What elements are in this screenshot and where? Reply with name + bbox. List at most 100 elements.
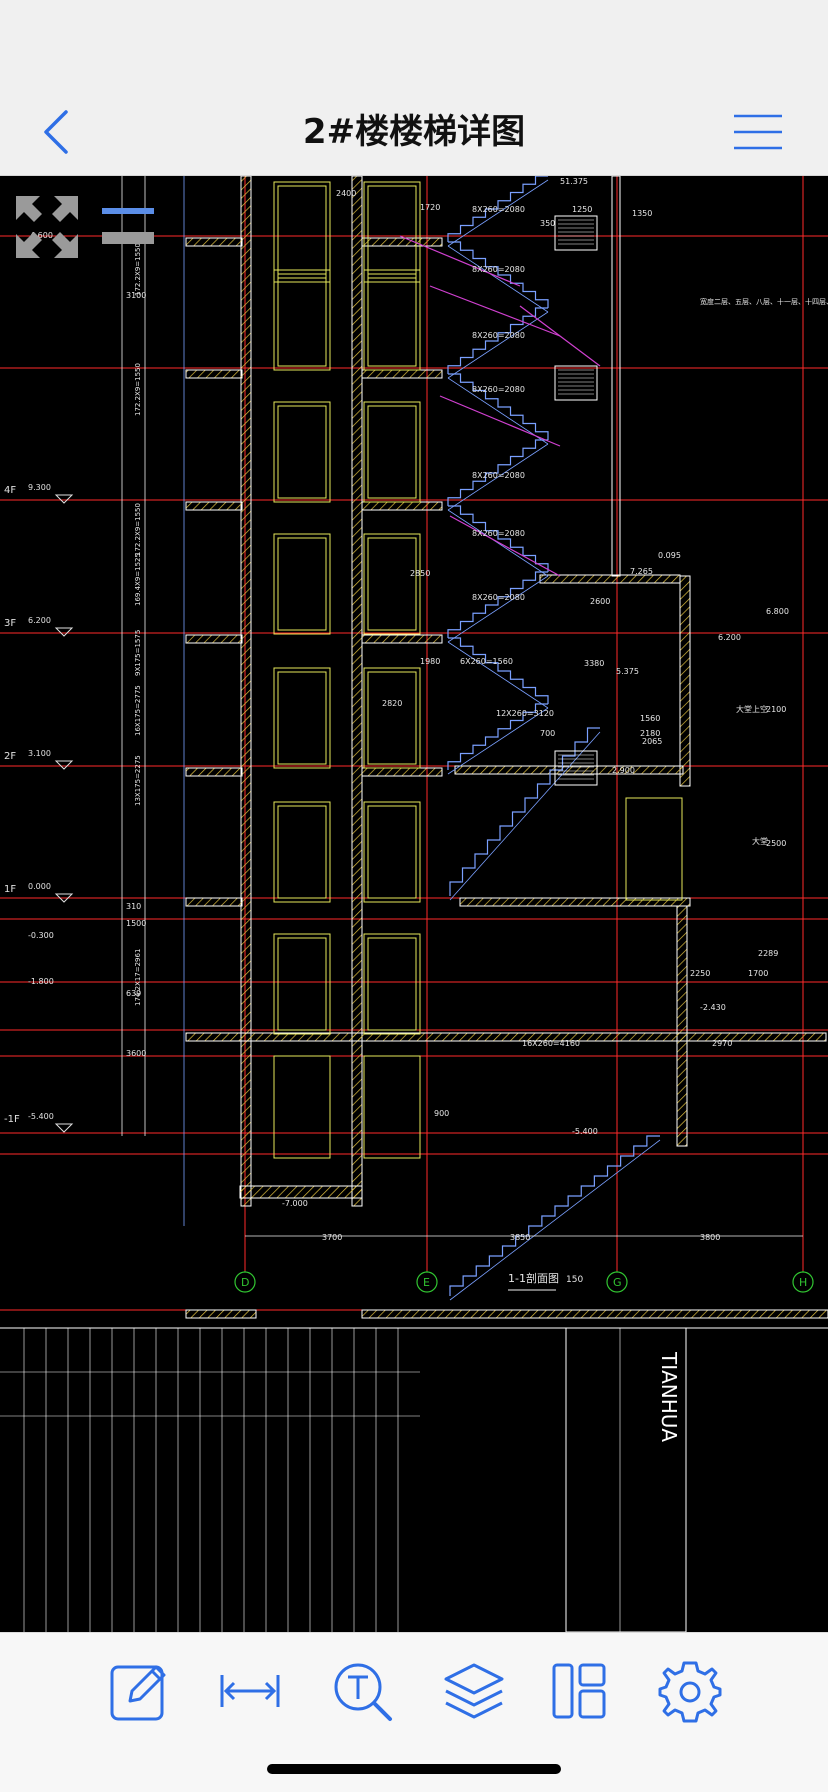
vent-box [554, 215, 598, 251]
layers-tool-button[interactable] [442, 1659, 506, 1723]
window-frame [277, 185, 327, 279]
outer-wall [676, 905, 688, 1147]
stair-flight [447, 439, 548, 506]
vertical-dimension-label: 172.2X9=1550 [134, 363, 142, 416]
window-frame [367, 671, 417, 765]
axis-label: D [241, 1276, 249, 1289]
axis-bubble [234, 1271, 256, 1293]
dimension-label: 1560 [640, 714, 660, 723]
chevron-left-icon [44, 110, 68, 154]
dimension-label: 900 [434, 1109, 449, 1118]
level-floor-label: 3F [4, 618, 16, 629]
window-frame [273, 933, 331, 1035]
stair-flight-underside [447, 311, 549, 379]
layers-icon [444, 1663, 504, 1719]
floor-slab [185, 501, 243, 511]
level-elevation-label: 9.300 [28, 483, 51, 492]
level-marker-icon [54, 760, 74, 770]
stair-flight-underside [449, 1139, 661, 1301]
stair-flight [447, 176, 548, 242]
dimension-label: 3850 [510, 1233, 530, 1242]
shaft-wall [240, 176, 252, 1207]
window-frame [625, 797, 683, 901]
elevation-mark: 5.375 [616, 667, 639, 676]
dimension-label: 2400 [336, 189, 356, 198]
stair-run-label: 12X260=3120 [496, 709, 554, 718]
stair-flight-underside [447, 245, 549, 313]
stair-flight [449, 1135, 660, 1296]
stair-run-label: 8X260=2080 [472, 529, 525, 538]
dimension-label: 1700 [748, 969, 768, 978]
stair-run-label: 6X260=1560 [460, 657, 513, 666]
elevation-mark: -7.000 [282, 1199, 308, 1208]
stair-flight [448, 373, 549, 440]
status-bar [0, 0, 828, 88]
layout-tool-button[interactable] [548, 1659, 612, 1723]
accent-line [399, 235, 521, 287]
nav-bar: 2#楼楼梯详图 [0, 88, 828, 176]
dimension-label: 2100 [766, 705, 786, 714]
stair-flight [447, 571, 548, 638]
elevation-mark: 6.200 [718, 633, 741, 642]
stair-flight-underside [449, 731, 601, 901]
dimension-label: 1980 [420, 657, 440, 666]
window-frame [363, 401, 421, 503]
measure-distance-icon [220, 1675, 280, 1707]
note-label: 大堂 [752, 836, 768, 846]
pit-slab [239, 1185, 363, 1199]
layer-toggle-button[interactable] [100, 202, 156, 250]
measure-tool-button[interactable] [218, 1659, 282, 1723]
landing-slab [454, 765, 684, 775]
stair-run-label: 8X260=2080 [472, 593, 525, 602]
vent-box [554, 365, 598, 401]
accent-line [449, 515, 561, 577]
floor-slab [185, 634, 243, 644]
text-search-tool-button[interactable] [330, 1659, 394, 1723]
elevation-mark: 6.800 [766, 607, 789, 616]
dimension-label: 3380 [584, 659, 604, 668]
section-scale: 150 [566, 1275, 583, 1285]
window-frame [367, 185, 417, 279]
settings-tool-button[interactable] [658, 1659, 722, 1723]
vertical-dimension-label: 169.4X9=1525 [134, 553, 142, 606]
floor-slab [185, 369, 243, 379]
edit-tool-button[interactable] [108, 1659, 172, 1723]
dimension-label: 1720 [420, 203, 440, 212]
stair-run-label: 8X260=2080 [472, 471, 525, 480]
vertical-dimension-label: 16X175=2775 [134, 685, 142, 736]
dimension-label: 1250 [572, 205, 592, 214]
section-title: 1-1剖面图 [508, 1271, 559, 1285]
floor-slab [361, 501, 443, 511]
dimension-label: 2600 [590, 597, 610, 606]
dimension-label: 2850 [410, 569, 430, 578]
fullscreen-button[interactable] [14, 194, 80, 260]
window-frame [367, 537, 417, 631]
window-frame [277, 273, 327, 367]
stair-flight [449, 727, 600, 896]
dimension-label: 2500 [766, 839, 786, 848]
page-title: 2#楼楼梯详图 [302, 112, 526, 152]
stair-run-label: 8X260=2080 [472, 265, 525, 274]
landing-slab [539, 574, 681, 584]
level-floor-label: 2F [4, 751, 16, 762]
level-floor-label: 4F [4, 485, 16, 496]
window-frame [273, 667, 331, 769]
window-frame [363, 181, 421, 283]
vertical-dimension-label: 9X175=1575 [134, 630, 142, 676]
dimension-label: 3700 [322, 1233, 342, 1242]
floor-slab [185, 767, 243, 777]
layout-panels-icon [552, 1663, 606, 1719]
axis-bubble [416, 1271, 438, 1293]
axis-bubble [792, 1271, 814, 1293]
hamburger-menu-icon [734, 114, 782, 150]
window-frame [277, 671, 327, 765]
menu-button[interactable] [732, 108, 784, 156]
settings-gear-icon [658, 1661, 722, 1723]
dimension-label: 2250 [690, 969, 710, 978]
expand-arrows-icon [16, 196, 78, 258]
back-button[interactable] [32, 106, 84, 158]
level-marker-icon [54, 1123, 74, 1133]
